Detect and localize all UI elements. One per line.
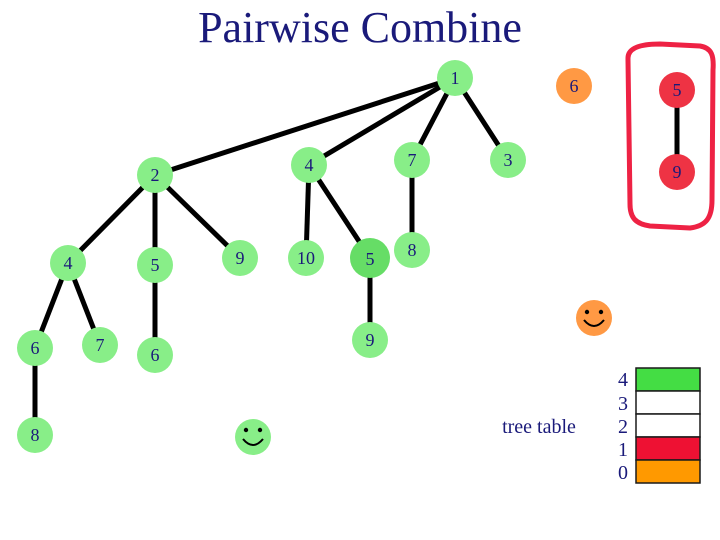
node-8-leaf: 8	[17, 417, 53, 453]
node-label: 3	[504, 150, 513, 170]
tree-table-index: 2	[618, 416, 628, 438]
slide-title: Pairwise Combine	[198, 3, 522, 52]
node-label: 10	[297, 248, 315, 268]
node-8-grand: 8	[394, 232, 430, 268]
node-label: 9	[366, 330, 375, 350]
tree-table-index: 0	[618, 462, 628, 484]
node-9-red-tree: 9	[659, 154, 695, 190]
tree-table-cell	[635, 413, 701, 438]
node-5-grand: 5	[137, 247, 173, 283]
node-5-highlighted: 5	[350, 238, 390, 278]
tree-table-index: 3	[618, 393, 628, 415]
node-6-orange-tree: 6	[556, 68, 592, 104]
node-7-leaf: 7	[82, 327, 118, 363]
node-9-leaf: 9	[352, 322, 388, 358]
node-label: 7	[96, 335, 105, 355]
node-5-red-tree: 5	[659, 72, 695, 108]
tree-table-cell	[635, 436, 701, 461]
node-label: 5	[151, 255, 160, 275]
edge-1-4	[307, 75, 457, 168]
tree-table: 4 3 2 1 0	[618, 367, 701, 484]
node-label: 9	[236, 248, 245, 268]
edge-2-4	[66, 173, 157, 265]
node-label: 7	[408, 150, 417, 170]
node-label: 8	[408, 240, 417, 260]
node-4-grand: 4	[50, 245, 86, 281]
node-label: 4	[305, 155, 314, 175]
tree-nodes: 1 2 4 7 3 4 5	[17, 60, 695, 453]
tree-table-cell	[635, 367, 701, 392]
tree-table-index: 1	[618, 439, 628, 461]
tree-table-cell	[635, 390, 701, 415]
edge-2-9	[153, 173, 242, 260]
node-10: 10	[288, 240, 324, 276]
node-label: 1	[451, 68, 460, 88]
tree-table-cells	[635, 367, 701, 484]
node-9-grand: 9	[222, 240, 258, 276]
smiley-icon	[576, 300, 612, 336]
node-6-leaf: 6	[17, 330, 53, 366]
red-annotation-outline	[625, 41, 716, 231]
node-7: 7	[394, 142, 430, 178]
node-label: 6	[151, 345, 160, 365]
tree-table-label: tree table	[502, 416, 576, 438]
node-label: 6	[570, 76, 579, 96]
node-3: 3	[490, 142, 526, 178]
node-label: 6	[31, 338, 40, 358]
node-label: 4	[64, 253, 73, 273]
node-root-1: 1	[437, 60, 473, 96]
edge-1-2	[154, 75, 456, 178]
node-4: 4	[291, 147, 327, 183]
node-label: 8	[31, 425, 40, 445]
tree-table-index: 4	[618, 369, 628, 391]
tree-table-indices: 4 3 2 1 0	[618, 369, 628, 484]
smiley-icon	[235, 419, 271, 455]
node-6-leaf-b: 6	[137, 337, 173, 373]
node-label: 2	[151, 165, 160, 185]
node-2: 2	[137, 157, 173, 193]
node-label: 5	[673, 80, 682, 100]
node-label: 9	[673, 162, 682, 182]
tree-table-cell	[635, 459, 701, 484]
node-label: 5	[366, 249, 375, 269]
